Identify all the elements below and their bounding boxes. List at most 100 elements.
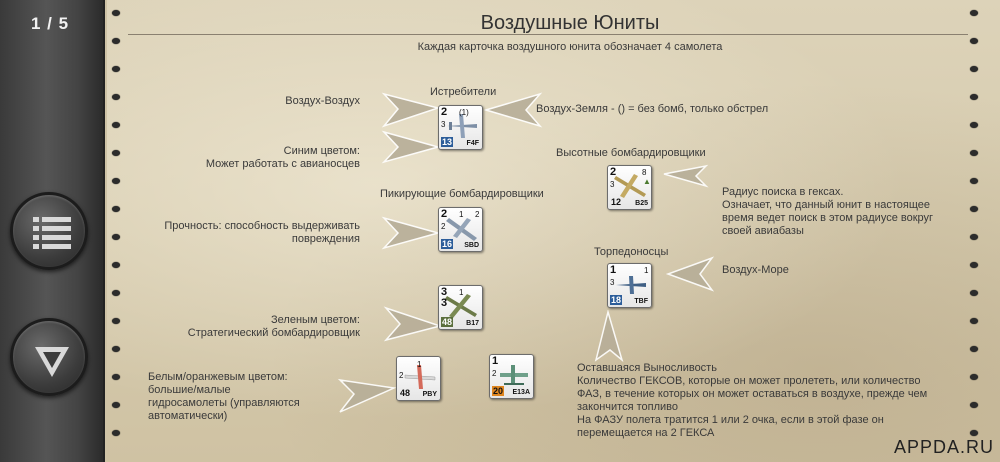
bomber-plane-icon xyxy=(614,174,646,198)
card-search-radius: 8 xyxy=(642,168,647,177)
note-endurance-line4: закончится топливо xyxy=(577,401,678,413)
seaplane-icon xyxy=(404,365,436,389)
binder-holes-left xyxy=(112,0,122,462)
binder-hole xyxy=(112,178,120,184)
note-endurance: Оставшаяся Выносливость Количество ГЕКСО… xyxy=(577,362,927,440)
card-code: F4F xyxy=(466,140,479,147)
card-attack-air: 2 xyxy=(441,208,448,220)
card-durability: 3 xyxy=(441,297,448,309)
binder-hole xyxy=(112,38,120,44)
note-search-line1: Радиус поиска в гексах. xyxy=(722,186,844,198)
note-white-line2: большие/малые xyxy=(148,384,231,396)
note-blue-line1: Синим цветом: xyxy=(283,145,360,157)
page-subtitle: Каждая карточка воздушного юнита обознач… xyxy=(417,41,723,53)
arrow-search-radius xyxy=(663,164,709,188)
binder-hole xyxy=(970,290,978,296)
arrow-white-orange xyxy=(337,378,396,413)
note-air-to-ground: Воздух-Земля - () = без бомб, только обс… xyxy=(536,103,769,115)
arrow-air-to-air xyxy=(381,92,440,128)
card-endurance: 12 xyxy=(611,197,622,207)
header-torpedo: Торпедоносцы xyxy=(594,246,669,258)
dive-bomber-plane-icon xyxy=(446,218,477,241)
note-endurance-line5: На ФАЗУ полета тратится 1 или 2 очка, ес… xyxy=(577,414,884,426)
note-endurance-line3: ФАЗ, в течение которых он может оставать… xyxy=(577,388,928,400)
unit-card-e13a[interactable]: 1 2 20 E13A xyxy=(489,354,534,399)
card-attack-sea: 1 xyxy=(417,360,422,369)
binder-hole xyxy=(112,290,120,296)
binder-hole xyxy=(112,94,120,100)
arrow-green xyxy=(383,306,442,342)
binder-hole xyxy=(970,374,978,380)
note-white-line4: автоматически) xyxy=(148,410,228,422)
unit-card-b17[interactable]: 3 1 3 48 B17 xyxy=(438,285,483,330)
binder-hole xyxy=(112,318,120,324)
search-radar-icon: ▲ xyxy=(643,177,651,186)
binder-holes-right xyxy=(970,0,980,462)
note-green: Зеленым цветом: Стратегический бомбардир… xyxy=(150,314,360,340)
binder-hole xyxy=(112,10,120,16)
binder-hole xyxy=(970,10,978,16)
binder-hole xyxy=(112,122,120,128)
card-attack-air: 2 xyxy=(441,106,448,118)
torpedo-plane-icon xyxy=(616,276,646,294)
card-attack-ground: (1) xyxy=(459,108,469,117)
card-durability: 2 xyxy=(492,369,497,378)
note-green-line2: Стратегический бомбардировщик xyxy=(187,327,360,339)
card-endurance: 13 xyxy=(441,137,454,147)
arrow-blue xyxy=(381,130,440,164)
watermark: APPDA.RU xyxy=(893,437,994,457)
strategic-bomber-plane-icon xyxy=(445,294,477,318)
note-green-line1: Зеленым цветом: xyxy=(271,314,360,326)
binder-hole xyxy=(112,402,120,408)
float-plane-icon xyxy=(500,365,528,385)
card-code: B25 xyxy=(635,200,648,207)
list-icon xyxy=(33,217,71,249)
binder-hole xyxy=(970,94,978,100)
note-search-line3: время ведет поиск в этом радиусе вокруг xyxy=(722,212,934,224)
unit-card-sbd[interactable]: 2 1 2 2 16 SBD xyxy=(438,207,483,252)
unit-card-pby[interactable]: 1 2 48 PBY xyxy=(396,356,441,401)
binder-hole xyxy=(970,206,978,212)
instruction-paper xyxy=(107,0,1000,462)
arrow-durability xyxy=(381,216,440,250)
binder-hole xyxy=(970,178,978,184)
unit-card-b25[interactable]: 2 8 ▲ 3 12 B25 xyxy=(607,165,652,210)
binder-hole xyxy=(970,346,978,352)
arrow-air-to-sea xyxy=(665,256,715,292)
card-code: PBY xyxy=(422,391,437,398)
binder-hole xyxy=(112,234,120,240)
card-attack-air: 1 xyxy=(610,264,617,276)
binder-hole xyxy=(112,374,120,380)
menu-button[interactable] xyxy=(10,192,88,270)
header-dive-bombers: Пикирующие бомбардировщики xyxy=(380,188,544,200)
binder-hole xyxy=(970,262,978,268)
card-code: B17 xyxy=(466,320,479,327)
fighter-plane-icon xyxy=(447,114,477,138)
card-durability: 3 xyxy=(610,180,615,189)
binder-hole xyxy=(970,122,978,128)
header-high-bombers: Высотные бомбардировщики xyxy=(556,147,706,159)
note-air-to-sea: Воздух-Море xyxy=(722,264,789,276)
binder-hole xyxy=(112,206,120,212)
unit-card-f4f[interactable]: 2 (1) 3 13 F4F xyxy=(438,105,483,150)
card-endurance: 16 xyxy=(441,239,454,249)
unit-card-tbf[interactable]: 1 1 3 18 TBF xyxy=(607,263,652,308)
card-code: E13A xyxy=(512,389,530,396)
note-endurance-line1: Оставшаяся Выносливость xyxy=(577,362,717,374)
card-attack-sea: 1 xyxy=(644,266,649,275)
binder-hole xyxy=(970,38,978,44)
binder-hole xyxy=(970,402,978,408)
card-durability: 2 xyxy=(399,371,404,380)
note-endurance-line6: перемещается на 2 ГЕКСА xyxy=(577,427,715,439)
binder-hole xyxy=(112,346,120,352)
note-blue: Синим цветом: Может работать с авианосце… xyxy=(150,145,360,171)
next-button[interactable] xyxy=(10,318,88,396)
card-attack-air: 2 xyxy=(610,166,617,178)
note-search-line2: Означает, что данный юнит в настоящее xyxy=(722,199,931,211)
card-code: SBD xyxy=(464,242,479,249)
note-white-orange: Белым/оранжевым цветом: большие/малые ги… xyxy=(148,371,300,423)
note-search-line4: своей авиабазы xyxy=(722,225,804,237)
note-white-line3: гидросамолеты (управляются xyxy=(148,397,300,409)
card-attack-air: 1 xyxy=(492,355,499,367)
note-endurance-line2: Количество ГЕКСОВ, которые он может прол… xyxy=(577,375,921,387)
